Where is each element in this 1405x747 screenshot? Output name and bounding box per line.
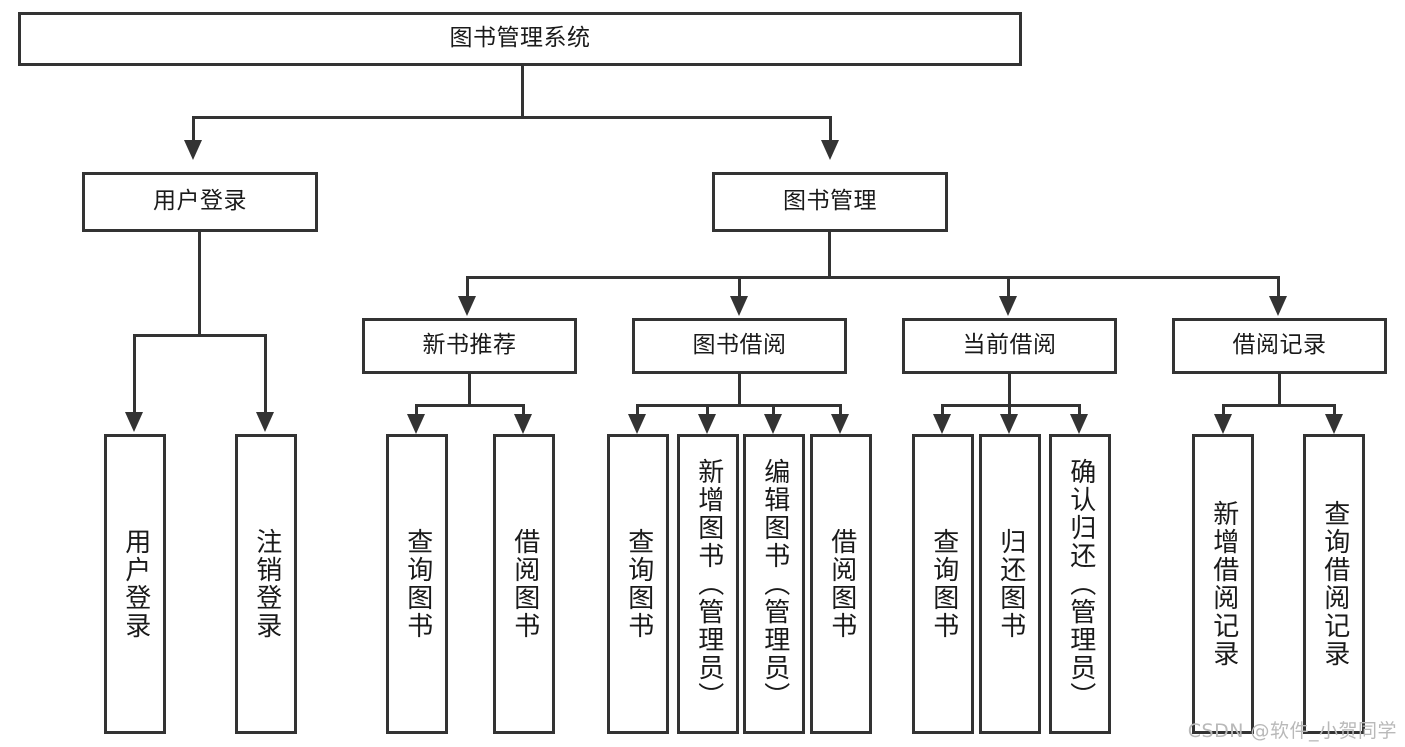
connector-new-book-stem xyxy=(468,374,471,406)
connector-user-login-drop-0 xyxy=(133,334,136,414)
connector-user-login-stem xyxy=(198,232,201,336)
arrowhead-new-book-0 xyxy=(407,414,425,434)
connector-book-borrow-drop-3 xyxy=(839,404,842,418)
connector-borrow-record-drop-1 xyxy=(1333,404,1336,418)
node-label: 用户登录 xyxy=(153,188,247,215)
leaf-borrow-record-query[interactable]: 查询借阅记录 xyxy=(1303,434,1365,734)
node-label: 借阅记录 xyxy=(1232,332,1327,359)
connector-current-borrow-drop-0 xyxy=(941,404,944,418)
leaf-book-borrow-borrow[interactable]: 借阅图书 xyxy=(810,434,872,734)
leaf-user-login-login[interactable]: 用户登录 xyxy=(104,434,166,734)
connector-level1-drop-0 xyxy=(192,116,195,142)
arrowhead-book-borrow-3 xyxy=(831,414,849,434)
node-user-login[interactable]: 用户登录 xyxy=(82,172,318,232)
node-label: 借阅图书 xyxy=(826,528,857,640)
connector-book-borrow-drop-1 xyxy=(706,404,709,418)
arrowhead-user-login-0 xyxy=(125,412,143,432)
leaf-borrow-record-add[interactable]: 新增借阅记录 xyxy=(1192,434,1254,734)
connector-current-borrow-drop-2 xyxy=(1078,404,1081,418)
connector-current-borrow-bus xyxy=(941,404,1081,407)
node-book-management[interactable]: 图书管理 xyxy=(712,172,948,232)
connector-book-borrow-drop-2 xyxy=(772,404,775,418)
arrowhead-current-borrow-2 xyxy=(1070,414,1088,434)
arrowhead-level1-0 xyxy=(184,140,202,160)
connector-level1-bus xyxy=(192,116,832,119)
node-label: 图书管理 xyxy=(783,188,877,215)
connector-user-login-drop-1 xyxy=(264,334,267,414)
connector-book-borrow-stem xyxy=(738,374,741,406)
node-label: 图书借阅 xyxy=(692,332,787,359)
arrowhead-current-borrow-0 xyxy=(933,414,951,434)
node-label: 借阅图书 xyxy=(509,528,540,640)
connector-book-borrow-drop-0 xyxy=(636,404,639,418)
leaf-new-book-borrow[interactable]: 借阅图书 xyxy=(493,434,555,734)
connector-new-book-drop-0 xyxy=(415,404,418,418)
arrowhead-book-borrow-1 xyxy=(698,414,716,434)
arrowhead-level2-3 xyxy=(1269,296,1287,316)
connector-current-borrow-stem xyxy=(1008,374,1011,406)
connector-level2-drop-2 xyxy=(1007,276,1010,298)
node-new-book-recommend[interactable]: 新书推荐 xyxy=(362,318,577,374)
arrowhead-level2-0 xyxy=(458,296,476,316)
connector-new-book-drop-1 xyxy=(522,404,525,418)
arrowhead-borrow-record-0 xyxy=(1214,414,1232,434)
connector-level2-drop-1 xyxy=(738,276,741,298)
arrowhead-level2-1 xyxy=(730,296,748,316)
connector-current-borrow-drop-1 xyxy=(1008,404,1011,418)
node-label: 查询图书 xyxy=(623,528,654,640)
node-label: 新增借阅记录 xyxy=(1208,500,1239,668)
arrowhead-borrow-record-1 xyxy=(1325,414,1343,434)
arrowhead-book-borrow-0 xyxy=(628,414,646,434)
node-book-borrow[interactable]: 图书借阅 xyxy=(632,318,847,374)
node-label: 编辑图书（管理员） xyxy=(759,458,790,710)
node-label: 当前借阅 xyxy=(962,332,1057,359)
connector-book-manage-stem xyxy=(828,232,831,278)
connector-borrow-record-bus xyxy=(1222,404,1336,407)
node-label: 查询图书 xyxy=(402,528,433,640)
node-current-borrow[interactable]: 当前借阅 xyxy=(902,318,1117,374)
leaf-current-borrow-confirm[interactable]: 确认归还（管理员） xyxy=(1049,434,1111,734)
node-label: 确认归还（管理员） xyxy=(1065,458,1096,710)
connector-root-stem xyxy=(521,66,524,118)
node-borrow-record[interactable]: 借阅记录 xyxy=(1172,318,1387,374)
arrowhead-current-borrow-1 xyxy=(1000,414,1018,434)
node-label: 注销登录 xyxy=(251,528,282,640)
connector-level2-drop-0 xyxy=(466,276,469,298)
connector-user-login-bus xyxy=(133,334,267,337)
connector-borrow-record-drop-0 xyxy=(1222,404,1225,418)
node-label: 新书推荐 xyxy=(422,332,517,359)
connector-level2-drop-3 xyxy=(1277,276,1280,298)
node-label: 新增图书（管理员） xyxy=(693,458,724,710)
leaf-new-book-query[interactable]: 查询图书 xyxy=(386,434,448,734)
leaf-book-borrow-query[interactable]: 查询图书 xyxy=(607,434,669,734)
arrowhead-level1-1 xyxy=(821,140,839,160)
node-label: 查询借阅记录 xyxy=(1319,500,1350,668)
arrowhead-book-borrow-2 xyxy=(764,414,782,434)
node-root-system[interactable]: 图书管理系统 xyxy=(18,12,1022,66)
connector-new-book-bus xyxy=(415,404,525,407)
connector-level1-drop-1 xyxy=(829,116,832,142)
arrowhead-new-book-1 xyxy=(514,414,532,434)
leaf-user-login-logout[interactable]: 注销登录 xyxy=(235,434,297,734)
arrowhead-level2-2 xyxy=(999,296,1017,316)
connector-level2-bus xyxy=(466,276,1280,279)
leaf-book-borrow-add[interactable]: 新增图书（管理员） xyxy=(677,434,739,734)
connector-borrow-record-stem xyxy=(1278,374,1281,406)
node-label: 用户登录 xyxy=(120,528,151,640)
node-label: 查询图书 xyxy=(928,528,959,640)
node-label: 图书管理系统 xyxy=(449,25,591,52)
watermark-text: CSDN @软件_小贺同学 xyxy=(1187,720,1397,742)
connector-book-borrow-bus xyxy=(636,404,842,407)
leaf-book-borrow-edit[interactable]: 编辑图书（管理员） xyxy=(743,434,805,734)
leaf-current-borrow-query[interactable]: 查询图书 xyxy=(912,434,974,734)
leaf-current-borrow-return[interactable]: 归还图书 xyxy=(979,434,1041,734)
arrowhead-user-login-1 xyxy=(256,412,274,432)
node-label: 归还图书 xyxy=(995,528,1026,640)
